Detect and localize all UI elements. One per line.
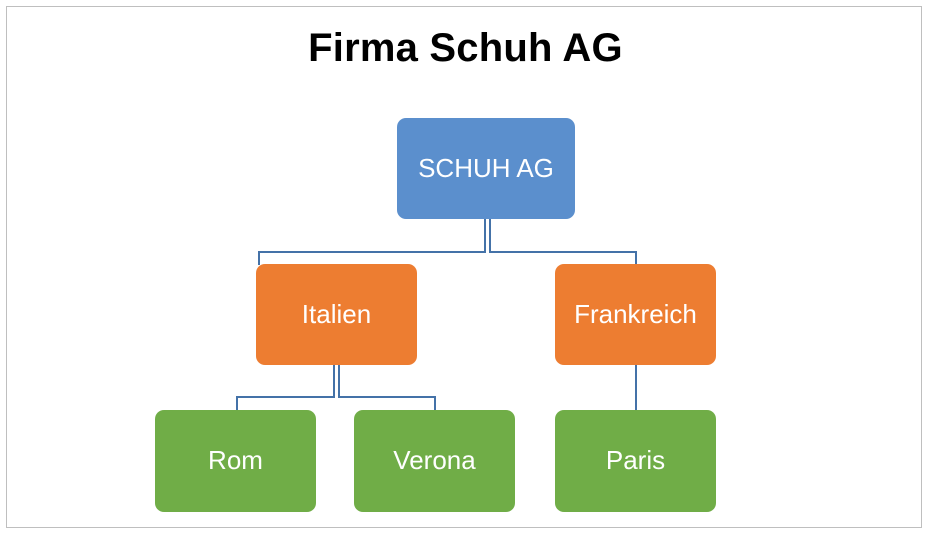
connector-schuh-ag-frankreich-drop (635, 251, 637, 265)
org-node-label: Paris (605, 445, 666, 476)
connector-italien-rom-drop (236, 396, 238, 411)
org-node-paris[interactable]: Paris (555, 410, 716, 512)
org-node-italien[interactable]: Italien (256, 264, 417, 365)
connector-schuh-ag-italien-drop (258, 251, 260, 265)
org-node-label: Frankreich (574, 298, 697, 329)
connector-italien-rom-span (236, 396, 335, 398)
connector-italien-verona-stem (338, 365, 340, 398)
connector-schuh-ag-frankreich-span (489, 251, 637, 253)
connector-schuh-ag-italien-span (258, 251, 486, 253)
connector-italien-verona-drop (434, 396, 436, 411)
connector-italien-verona-span (338, 396, 436, 398)
org-node-label: SCHUH AG (418, 152, 554, 183)
connector-frankreich-paris (635, 365, 637, 411)
page-title: Firma Schuh AG (308, 26, 623, 70)
connector-schuh-ag-italien-stem (484, 219, 486, 253)
org-node-label: Italien (301, 298, 372, 329)
org-node-verona[interactable]: Verona (354, 410, 515, 512)
org-node-schuh-ag[interactable]: SCHUH AG (397, 118, 575, 219)
org-node-frankreich[interactable]: Frankreich (555, 264, 716, 365)
org-node-label: Rom (208, 445, 263, 476)
connector-italien-rom-stem (333, 365, 335, 398)
connector-schuh-ag-frankreich-stem (489, 219, 491, 253)
org-node-label: Verona (393, 445, 476, 476)
org-node-rom[interactable]: Rom (155, 410, 316, 512)
